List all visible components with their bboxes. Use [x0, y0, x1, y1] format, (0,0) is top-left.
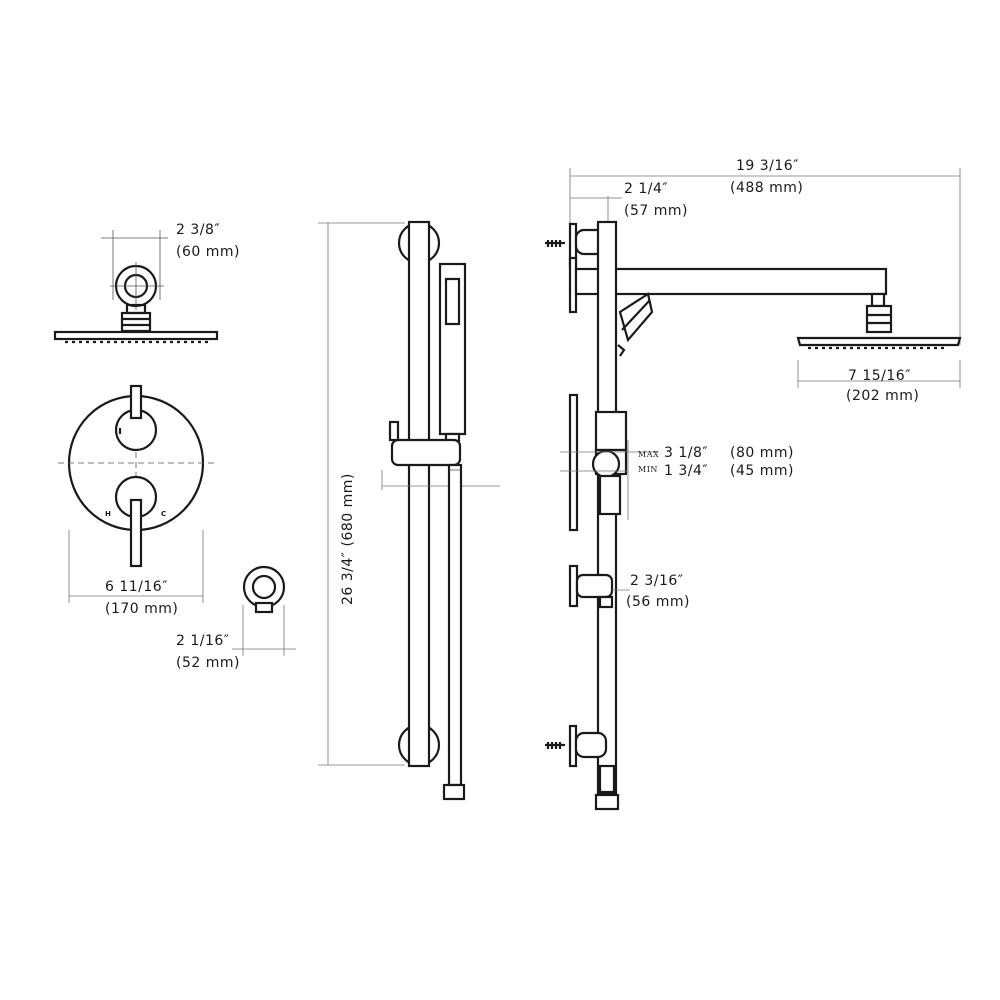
outlet-dim-metric: (52 mm)	[176, 655, 240, 671]
valve-depth-max-imperial: 3 1/8″	[664, 445, 708, 461]
water-outlet	[232, 565, 296, 656]
valve-trim-plate	[58, 384, 214, 568]
arm-offset-imperial: 2 1/4″	[624, 181, 668, 197]
slide-bar-front-view	[318, 220, 500, 801]
slide-bar-height-dim: 26 3/4″ (680 mm)	[340, 473, 356, 605]
outlet-dim-imperial: 2 1/16″	[176, 633, 230, 649]
showerhead-mount-dim-imperial: 2 3/8″	[176, 222, 220, 238]
valve-width-dimension	[68, 530, 204, 603]
arm-projection-metric: (488 mm)	[730, 180, 803, 196]
min-label: MIN	[638, 465, 658, 474]
hot-marking: H	[105, 510, 111, 518]
rain-head-dim-imperial: 7 15/16″	[848, 368, 911, 384]
valve-depth-min-imperial: 1 3/4″	[664, 463, 708, 479]
valve-depth-max-metric: (80 mm)	[730, 445, 794, 461]
arm-offset-metric: (57 mm)	[624, 203, 688, 219]
arm-projection-imperial: 19 3/16″	[736, 158, 799, 174]
valve-width-imperial: 6 11/16″	[105, 579, 168, 595]
valve-width-metric: (170 mm)	[105, 601, 178, 617]
cold-marking: C	[161, 510, 166, 518]
rain-head-front-view	[53, 230, 219, 344]
valve-depth-min-metric: (45 mm)	[730, 463, 794, 479]
side-view	[545, 168, 962, 811]
showerhead-mount-dim-metric: (60 mm)	[176, 244, 240, 260]
max-label: MAX	[638, 450, 659, 459]
outlet-depth-metric: (56 mm)	[626, 594, 690, 610]
rain-head-dim-metric: (202 mm)	[846, 388, 919, 404]
outlet-depth-imperial: 2 3/16″	[630, 573, 684, 589]
